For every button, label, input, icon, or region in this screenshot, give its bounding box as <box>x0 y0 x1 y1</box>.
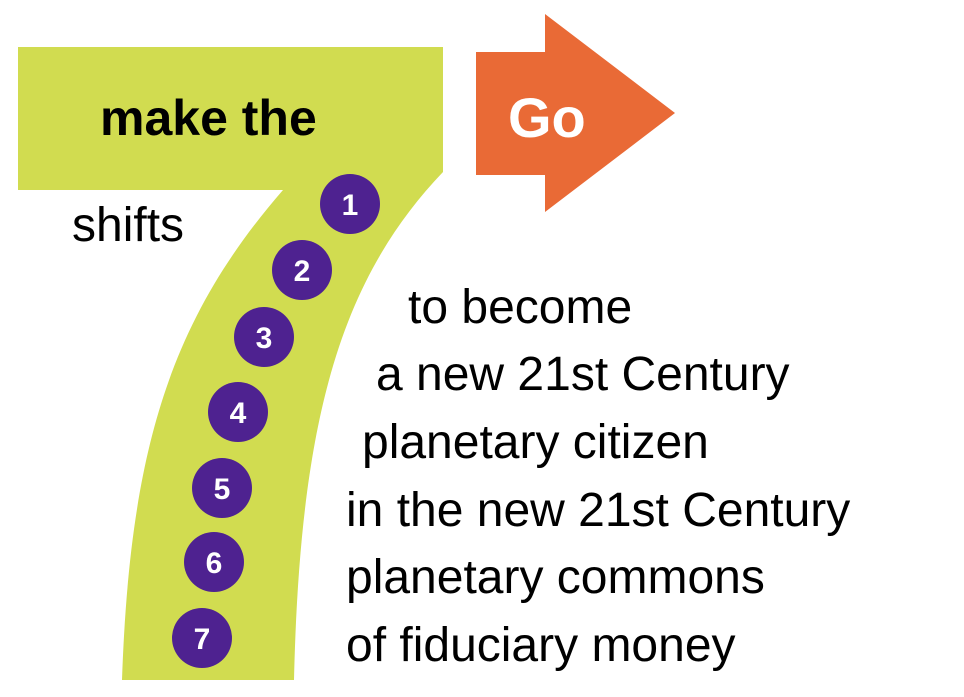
go-label: Go <box>508 86 586 149</box>
text-line: planetary citizen <box>362 416 709 469</box>
text-line: in the new 21st Century <box>346 484 851 537</box>
text-line: to become <box>408 281 633 334</box>
step-number: 4 <box>230 397 247 430</box>
step-circle <box>192 458 252 518</box>
step-circle <box>172 608 232 668</box>
step-number: 5 <box>214 473 231 506</box>
step-circle <box>208 382 268 442</box>
text-line: a new 21st Century <box>376 348 790 401</box>
step-circle <box>320 174 380 234</box>
step-number: 3 <box>256 322 273 355</box>
text-line: planetary commons <box>346 551 765 604</box>
step-circle <box>184 532 244 592</box>
go-arrow <box>476 14 675 212</box>
headline-top: make the <box>100 90 317 146</box>
headline-left: shifts <box>72 199 185 252</box>
step-number: 6 <box>206 547 223 580</box>
step-circle <box>272 240 332 300</box>
text-line: of fiduciary money <box>346 619 736 672</box>
step-number: 1 <box>342 189 359 222</box>
step-circle <box>234 307 294 367</box>
step-number: 7 <box>194 623 211 656</box>
step-number: 2 <box>294 255 311 288</box>
